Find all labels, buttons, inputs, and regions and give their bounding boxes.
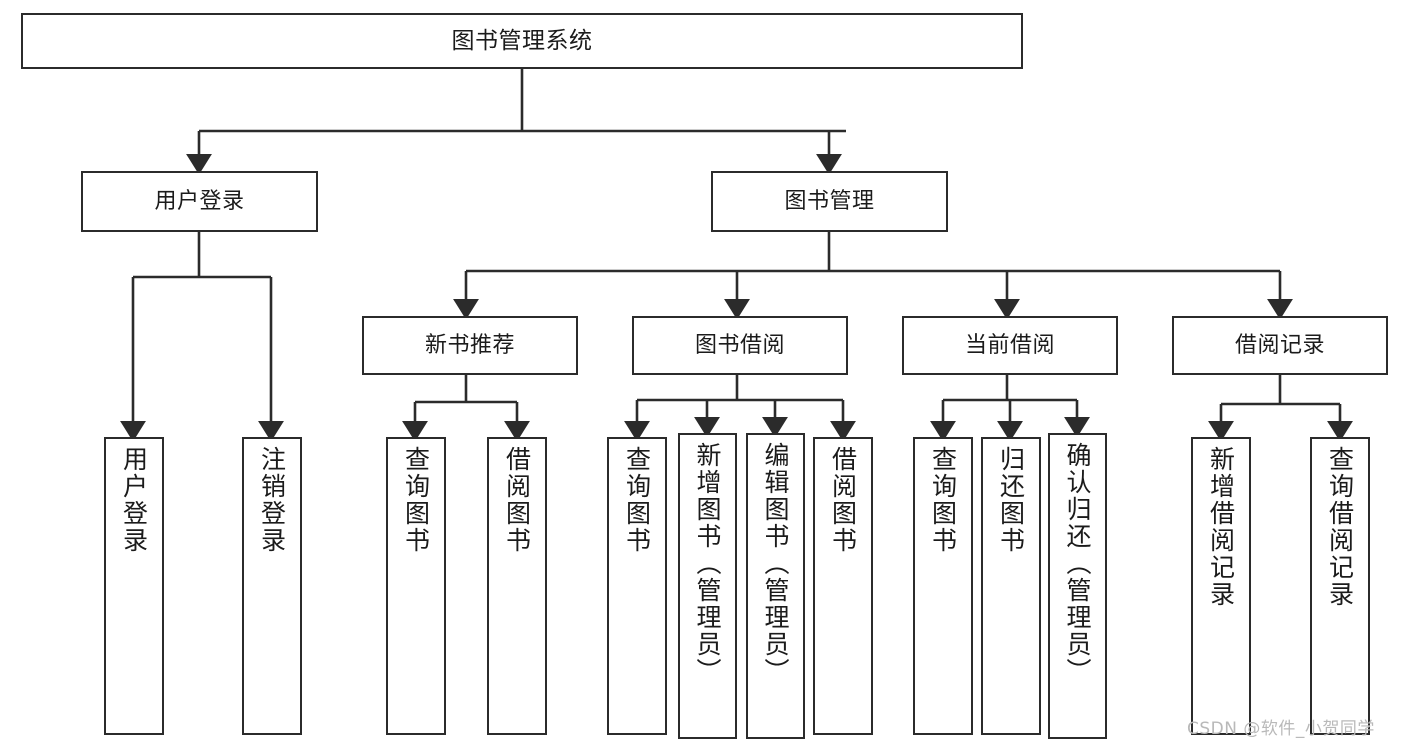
node-leaf-add-book-admin[interactable]: 新增图书（管理员） (678, 433, 737, 739)
node-label: 新书推荐 (424, 332, 515, 358)
node-label: 编辑图书（管理员） (761, 442, 790, 685)
node-borrow-record[interactable]: 借阅记录 (1172, 316, 1388, 375)
node-label: 新增图书（管理员） (693, 442, 722, 685)
node-leaf-confirm-return-admin[interactable]: 确认归还（管理员） (1048, 433, 1107, 739)
node-book-borrow[interactable]: 图书借阅 (632, 316, 848, 375)
node-root-book-management-system[interactable]: 图书管理系统 (21, 13, 1023, 69)
node-label: 用户登录 (154, 188, 245, 214)
node-leaf-query-book-current[interactable]: 查询图书 (913, 437, 973, 735)
node-leaf-query-book-borrow[interactable]: 查询图书 (607, 437, 667, 735)
node-label: 图书管理 (784, 188, 875, 214)
node-label: 归还图书 (996, 446, 1026, 554)
node-user-login[interactable]: 用户登录 (81, 171, 318, 232)
node-leaf-query-borrow-record[interactable]: 查询借阅记录 (1310, 437, 1370, 735)
node-label: 图书借阅 (694, 332, 785, 358)
node-label: 确认归还（管理员） (1063, 442, 1092, 685)
node-label: 查询借阅记录 (1325, 446, 1355, 608)
node-leaf-borrow-book-recommend[interactable]: 借阅图书 (487, 437, 547, 735)
node-new-book-recommend[interactable]: 新书推荐 (362, 316, 578, 375)
node-label: 借阅记录 (1234, 332, 1325, 358)
node-leaf-user-login[interactable]: 用户登录 (104, 437, 164, 735)
node-label: 借阅图书 (828, 446, 858, 554)
node-leaf-add-borrow-record[interactable]: 新增借阅记录 (1191, 437, 1251, 735)
node-label: 借阅图书 (502, 446, 532, 554)
node-leaf-edit-book-admin[interactable]: 编辑图书（管理员） (746, 433, 805, 739)
node-book-management[interactable]: 图书管理 (711, 171, 948, 232)
node-leaf-logout[interactable]: 注销登录 (242, 437, 302, 735)
node-leaf-return-book[interactable]: 归还图书 (981, 437, 1041, 735)
node-label: 新增借阅记录 (1206, 446, 1236, 608)
node-label: 查询图书 (928, 446, 958, 554)
node-label: 查询图书 (401, 446, 431, 554)
node-label: 注销登录 (257, 446, 287, 554)
node-current-borrow[interactable]: 当前借阅 (902, 316, 1118, 375)
node-leaf-borrow-book[interactable]: 借阅图书 (813, 437, 873, 735)
node-label: 查询图书 (622, 446, 652, 554)
node-label: 用户登录 (119, 446, 149, 554)
node-leaf-query-book-recommend[interactable]: 查询图书 (386, 437, 446, 735)
node-label: 图书管理系统 (451, 27, 593, 54)
node-label: 当前借阅 (964, 332, 1055, 358)
